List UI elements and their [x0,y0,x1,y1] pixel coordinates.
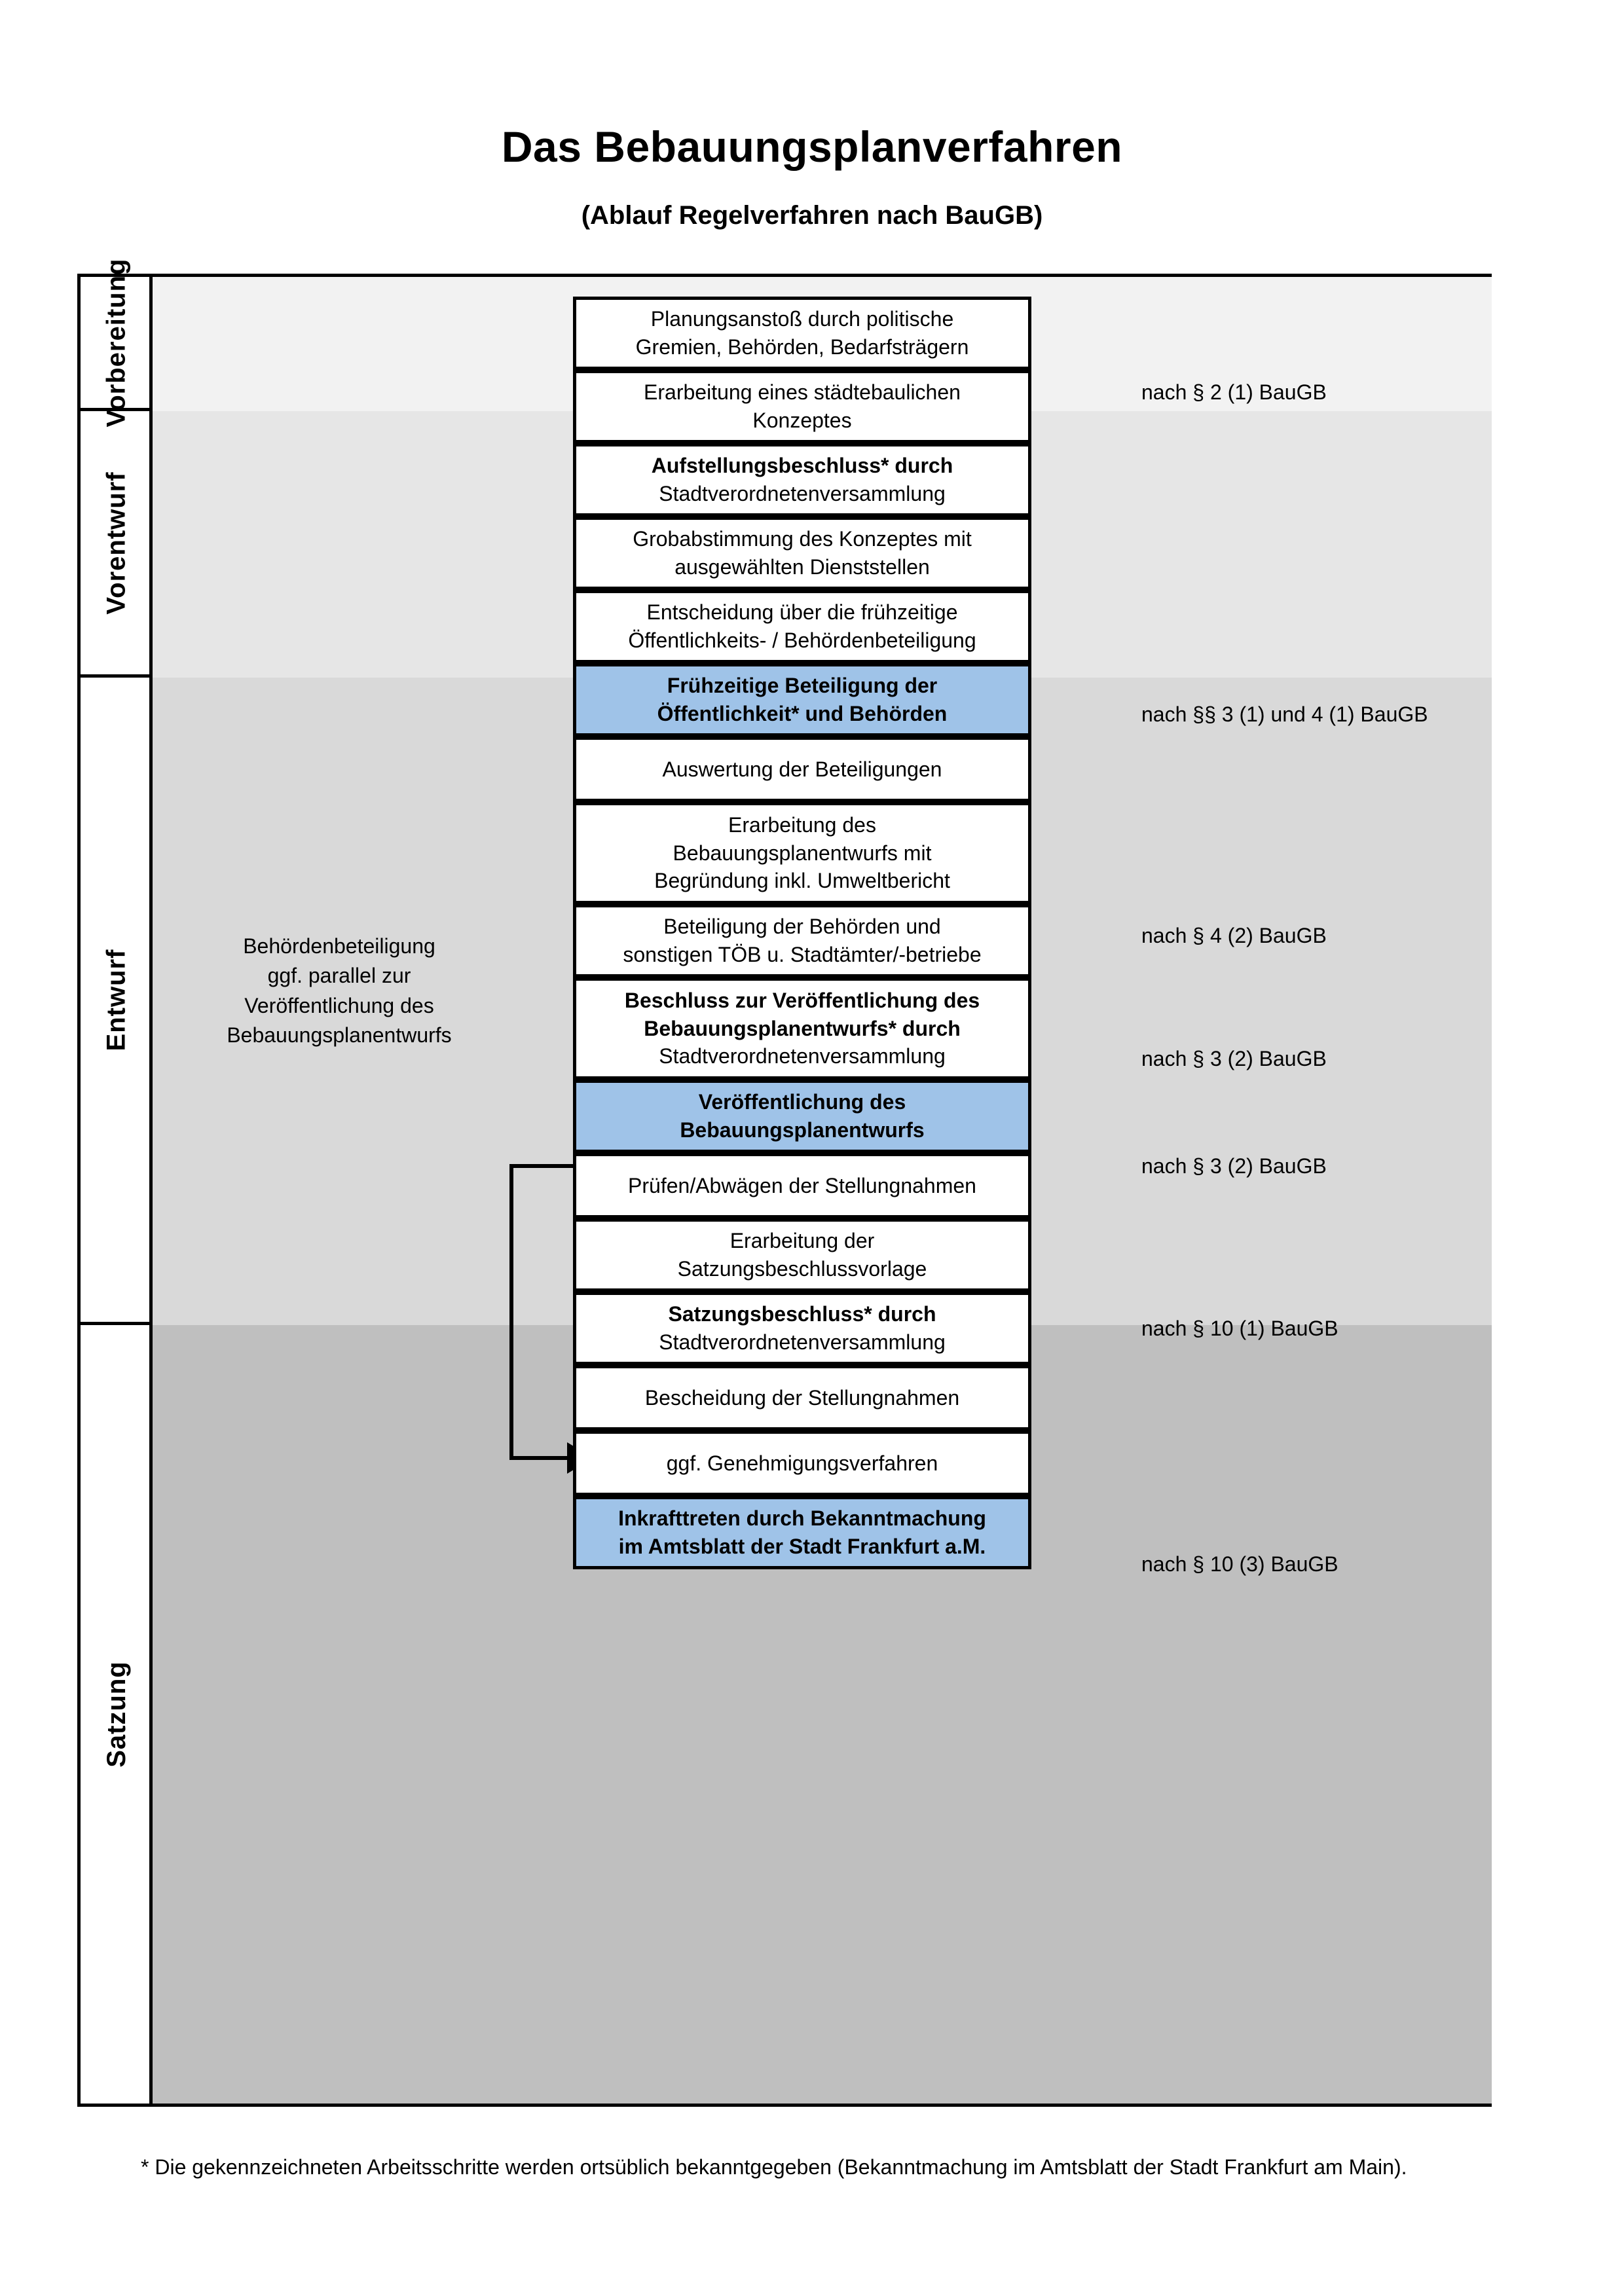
side-note-line: Veröffentlichung des [244,993,434,1017]
node-line: Konzeptes [752,409,852,432]
node-line: Grobabstimmung des Konzeptes mit [633,527,972,551]
legal-reference-par2: nach § 2 (1) BauGB [1141,380,1327,404]
node-line: Stadtverordnetenversammlung [659,482,946,505]
flowchart-frame: Vorbereitung Vorentwurf Entwurf Satzung … [77,258,1492,2107]
node-line-strong: Beschluss zur Veröffentlichung des [624,988,980,1012]
phase-label-text: Satzung [101,1661,131,1768]
node-line: Erarbeitung der [729,1229,875,1253]
node-line: Veröffentlichung des [698,1090,906,1114]
node-line: ausgewählten Dienststellen [674,555,930,579]
legal-reference-par4-2: nach § 4 (2) BauGB [1141,924,1327,947]
process-node-erarbeitung-satzungsbeschlussvorlage: Erarbeitung der Satzungsbeschlussvorlage [573,1218,1031,1292]
node-line: Auswertung der Beteiligungen [662,757,942,781]
process-node-genehmigungsverfahren: ggf. Genehmigungsverfahren [573,1430,1031,1496]
process-node-entscheidung-fruehzeitige-beteiligung: Entscheidung über die frühzeitige Öffent… [573,590,1031,663]
side-note-line: ggf. parallel zur [267,964,411,988]
loop-segment-bottom [509,1456,570,1460]
process-node-erarbeitung-bebauungsplanentwurf: Erarbeitung des Bebauungsplanentwurfs mi… [573,802,1031,904]
phase-label-column: Vorbereitung Vorentwurf Entwurf Satzung [81,258,153,2104]
node-line: Gremien, Behörden, Bedarfsträgern [635,335,969,359]
node-line: Stadtverordnetenversammlung [659,1044,946,1068]
node-line-strong: Bebauungsplanentwurfs* durch [644,1016,961,1040]
process-node-satzungsbeschluss: Satzungsbeschluss* durch Stadtverordnete… [573,1292,1031,1365]
node-line: Stadtverordnetenversammlung [659,1330,946,1354]
node-line-bold: Aufstellungsbeschluss* durch [652,452,953,480]
process-node-auswertung-beteiligungen: Auswertung der Beteiligungen [573,737,1031,802]
process-node-bescheidung-stellungnahmen: Bescheidung der Stellungnahmen [573,1365,1031,1430]
node-line: Öffentlichkeit* und Behörden [657,702,948,725]
node-line: Satzungsbeschlussvorlage [677,1257,927,1281]
page-subtitle: (Ablauf Regelverfahren nach BauGB) [581,201,1043,230]
node-line-strong: Aufstellungsbeschluss* durch [651,454,953,478]
page-title: Das Bebauungsplanverfahren [501,122,1123,171]
node-line: Planungsanstoß durch politische [650,307,954,331]
side-note-line: Behördenbeteiligung [243,934,435,958]
phase-label-satzung: Satzung [81,1325,153,2104]
legal-reference-par3-1-4-1: nach §§ 3 (1) und 4 (1) BauGB [1141,702,1428,726]
process-node-pruefen-abwaegen: Prüfen/Abwägen der Stellungnahmen [573,1153,1031,1218]
node-line: Beteiligung der Behörden und [663,915,941,939]
node-line: Bebauungsplanentwurfs [680,1118,925,1142]
node-line: Frühzeitige Beteiligung der [667,674,938,698]
node-line: Bescheidung der Stellungnahmen [644,1385,960,1410]
phase-label-vorentwurf: Vorentwurf [81,411,153,678]
process-node-staedtebauliches-konzept: Erarbeitung eines städtebaulichen Konzep… [573,370,1031,443]
node-line: Entscheidung über die frühzeitige [646,600,958,625]
process-node-fruehzeitige-beteiligung: Frühzeitige Beteiligung der Öffentlichke… [573,663,1031,737]
node-line: Begründung inkl. Umweltbericht [654,869,950,893]
process-node-beteiligung-behoerden-toeb: Beteiligung der Behörden und sonstigen T… [573,904,1031,977]
node-line-bold: Beschluss zur Veröffentlichung des [625,987,980,1015]
process-node-inkrafttreten: Inkrafttreten durch Bekanntmachung im Am… [573,1496,1031,1569]
node-line: im Amtsblatt der Stadt Frankfurt a.M. [618,1535,986,1558]
footnote-text: * Die gekennzeichneten Arbeitsschritte w… [141,2155,1407,2179]
node-line: Erarbeitung eines städtebaulichen [644,380,961,405]
process-node-beschluss-veroeffentlichung: Beschluss zur Veröffentlichung des Bebau… [573,977,1031,1080]
legal-reference-par10-3: nach § 10 (3) BauGB [1141,1552,1338,1576]
process-node-veroeffentlichung-entwurf: Veröffentlichung des Bebauungsplanentwur… [573,1080,1031,1153]
legal-reference-par3-2-b: nach § 3 (2) BauGB [1141,1154,1327,1178]
node-line-strong: Inkrafttreten durch Bekanntmachung [618,1506,986,1531]
node-line: Erarbeitung des [728,812,876,837]
side-note-line: Bebauungsplanentwurfs [227,1023,452,1048]
legal-reference-par10-1: nach § 10 (1) BauGB [1141,1317,1338,1340]
process-node-planungsanstoss: Planungsanstoß durch politische Gremien,… [573,297,1031,370]
side-note-behoerdenbeteiligung: Behördenbeteiligung ggf. parallel zur Ve… [179,932,500,1051]
loop-segment-top [509,1164,587,1168]
phase-label-vorbereitung: Vorbereitung [81,258,153,427]
phase-label-entwurf: Entwurf [81,678,153,1325]
process-node-grobabstimmung: Grobabstimmung des Konzeptes mit ausgewä… [573,517,1031,590]
node-line: Öffentlichkeits- / Behördenbeteiligung [628,629,976,652]
process-node-aufstellungsbeschluss: Aufstellungsbeschluss* durch Stadtverord… [573,443,1031,517]
node-line-bold: Bebauungsplanentwurfs* durch [625,1015,980,1043]
node-line-strong: Satzungsbeschluss* durch [668,1302,936,1326]
phase-label-text: Vorbereitung [101,258,131,427]
loop-segment-vertical [509,1164,513,1460]
phase-label-text: Entwurf [101,949,131,1051]
phase-label-text: Vorentwurf [101,471,131,615]
node-line: ggf. Genehmigungsverfahren [666,1451,938,1475]
node-line: Bebauungsplanentwurfs mit [673,841,932,865]
node-line-bold: Satzungsbeschluss* durch [659,1300,946,1328]
node-line: Prüfen/Abwägen der Stellungnahmen [628,1173,976,1197]
node-line-bold: Inkrafttreten durch Bekanntmachung [618,1504,986,1533]
node-line: sonstigen TÖB u. Stadtämter/-betriebe [623,943,982,966]
legal-reference-par3-2-a: nach § 3 (2) BauGB [1141,1047,1327,1070]
page-header: Das Bebauungsplanverfahren (Ablauf Regel… [0,0,1624,230]
